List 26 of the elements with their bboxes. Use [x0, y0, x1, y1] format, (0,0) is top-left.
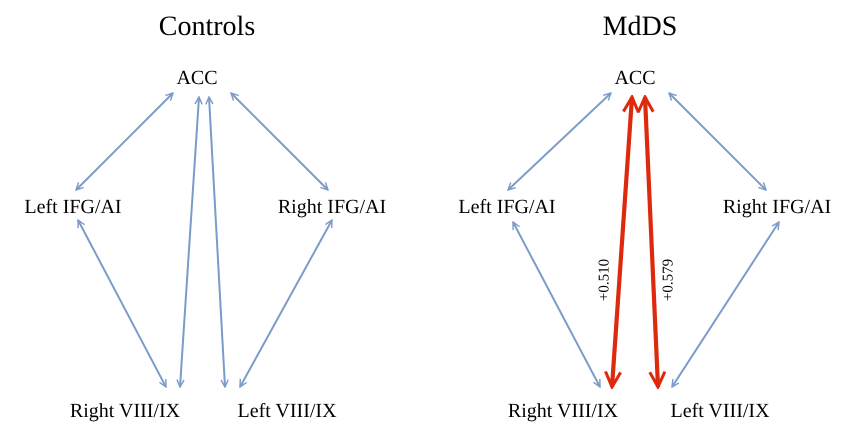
- double-headed-arrow: [507, 92, 612, 191]
- edge-label: +0.510: [596, 258, 614, 302]
- panel-title: MdDS: [602, 11, 678, 43]
- double-headed-arrow: [512, 221, 601, 388]
- double-headed-arrow: [604, 96, 640, 388]
- region-label: ACC: [176, 66, 218, 90]
- double-headed-arrow: [77, 219, 167, 388]
- region-label: Left IFG/AI: [24, 195, 122, 219]
- region-label: Right IFG/AI: [278, 195, 386, 219]
- double-headed-arrow: [75, 92, 174, 191]
- double-headed-arrow: [176, 96, 203, 388]
- region-label: Right VIII/IX: [508, 399, 618, 423]
- region-label: ACC: [614, 66, 656, 90]
- panel-title: Controls: [158, 11, 256, 43]
- double-headed-arrow: [668, 92, 767, 191]
- double-headed-arrow: [636, 96, 666, 388]
- edge-label: +0.579: [660, 258, 677, 302]
- double-headed-arrow: [671, 221, 780, 388]
- region-label: Left VIII/IX: [670, 399, 770, 423]
- region-label: Right VIII/IX: [70, 399, 180, 423]
- double-headed-arrow: [239, 219, 333, 388]
- region-label: Right IFG/AI: [722, 195, 832, 219]
- double-headed-arrow: [205, 96, 229, 388]
- region-label: Left VIII/IX: [237, 399, 337, 423]
- double-headed-arrow: [230, 92, 329, 191]
- region-label: Left IFG/AI: [458, 195, 556, 219]
